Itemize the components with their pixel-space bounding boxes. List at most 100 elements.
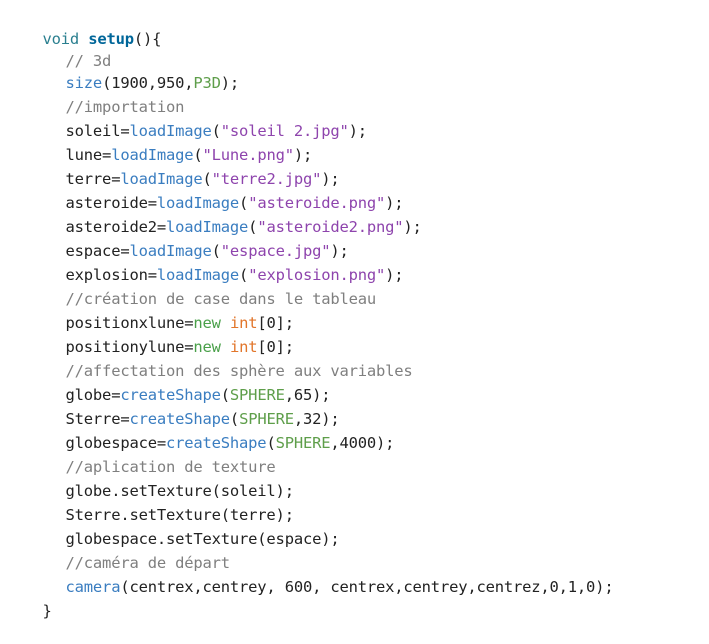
- code-text: );: [348, 122, 367, 140]
- code-text: );: [321, 170, 340, 188]
- builtin-loadimage: loadImage: [165, 218, 249, 236]
- keyword-void: void: [42, 30, 80, 48]
- variable: espace=: [65, 242, 130, 260]
- code-text: (: [266, 434, 276, 452]
- string-literal: "explosion.png": [248, 266, 386, 284]
- builtin-loadimage: loadImage: [111, 146, 194, 164]
- code-line-5: soleil=loadImage("soleil 2.jpg");: [6, 98, 368, 140]
- code-text: globespace.setTexture(espace);: [65, 530, 340, 548]
- builtin-loadimage: loadImage: [120, 170, 203, 188]
- code-text: (: [239, 194, 249, 212]
- builtin-size: size: [65, 74, 103, 92]
- code-text: (: [211, 242, 221, 260]
- code-line-11: explosion=loadImage("explosion.png");: [6, 242, 404, 284]
- builtin-camera: camera: [65, 578, 121, 596]
- code-text: (: [220, 386, 230, 404]
- function-name-setup: setup: [88, 30, 134, 48]
- code-line-20: globe.setTexture(soleil);: [6, 458, 294, 500]
- variable: soleil=: [65, 122, 130, 140]
- code-text: (1900,950,: [102, 74, 194, 92]
- type-int: int: [229, 338, 258, 356]
- string-literal: "terre2.jpg": [211, 170, 322, 188]
- constant-sphere: SPHERE: [229, 386, 285, 404]
- variable: explosion=: [65, 266, 158, 284]
- string-literal: "Lune.png": [202, 146, 295, 164]
- variable: Sterre=: [65, 410, 130, 428]
- keyword-new: new: [193, 338, 221, 356]
- comment: //affectation des sphère aux variables: [65, 362, 413, 380]
- code-text: (: [202, 170, 212, 188]
- code-line-2: // 3d: [6, 28, 112, 70]
- code-text: ,65);: [284, 386, 331, 404]
- code-text: );: [385, 266, 404, 284]
- code-text: (: [239, 266, 249, 284]
- code-line-24: camera(centrex,centrey, 600, centrex,cen…: [6, 554, 614, 596]
- code-text: [0];: [257, 314, 294, 332]
- code-text: );: [293, 146, 313, 164]
- code-line-10: espace=loadImage("espace.jpg");: [6, 218, 349, 260]
- comment: //aplication de texture: [65, 458, 276, 476]
- code-text: (: [193, 146, 203, 164]
- closing-brace: }: [42, 602, 52, 620]
- code-line-13: positionxlune=new int[0];: [6, 290, 295, 332]
- string-literal: "asteroide.png": [248, 194, 386, 212]
- code-line-21: Sterre.setTexture(terre);: [6, 482, 294, 524]
- code-line-7: terre=loadImage("terre2.jpg");: [6, 146, 340, 188]
- code-text: );: [330, 242, 349, 260]
- code-line-8: asteroide=loadImage("asteroide.png");: [6, 170, 404, 212]
- builtin-loadimage: loadImage: [156, 266, 240, 284]
- variable: terre=: [65, 170, 121, 188]
- builtin-loadimage: loadImage: [129, 122, 212, 140]
- variable: globe=: [65, 386, 121, 404]
- comment: //importation: [65, 98, 185, 116]
- code-line-18: globespace=createShape(SPHERE,4000);: [6, 410, 395, 452]
- code-line-9: asteroide2=loadImage("asteroide2.png");: [6, 194, 422, 236]
- code-line-17: Sterre=createShape(SPHERE,32);: [6, 386, 340, 428]
- builtin-createshape: createShape: [129, 410, 230, 428]
- variable: globespace=: [65, 434, 167, 452]
- code-text: (centrex,centrey, 600, centrex,centrey,c…: [120, 578, 614, 596]
- code-line-1: void setup(){: [6, 6, 162, 48]
- code-text: ,4000);: [330, 434, 395, 452]
- code-text: (: [211, 122, 221, 140]
- code-text: Sterre.setTexture(terre);: [65, 506, 294, 524]
- constant-sphere: SPHERE: [239, 410, 294, 428]
- code-text: (){: [133, 30, 162, 48]
- string-literal: "asteroide2.png": [257, 218, 404, 236]
- constant-sphere: SPHERE: [275, 434, 331, 452]
- code-line-25: }: [6, 578, 52, 620]
- code-line-22: globespace.setTexture(espace);: [6, 506, 340, 548]
- comment: //caméra de départ: [65, 554, 231, 572]
- code-line-3: size(1900,950,P3D);: [6, 50, 240, 92]
- code-text: (: [248, 218, 258, 236]
- builtin-createshape: createShape: [165, 434, 267, 452]
- comment: // 3d: [65, 52, 112, 70]
- code-line-6: lune=loadImage("Lune.png");: [6, 122, 313, 164]
- variable: positionylune=: [65, 338, 194, 356]
- code-text: );: [385, 194, 404, 212]
- code-text: ,32);: [293, 410, 340, 428]
- code-line-16: globe=createShape(SPHERE,65);: [6, 362, 331, 404]
- string-literal: "soleil 2.jpg": [220, 122, 349, 140]
- comment: //création de case dans le tableau: [65, 290, 377, 308]
- code-line-14: positionylune=new int[0];: [6, 314, 295, 356]
- code-editor[interactable]: void setup(){ // 3d size(1900,950,P3D); …: [0, 0, 709, 620]
- code-text: [0];: [257, 338, 294, 356]
- code-line-23: //caméra de départ: [6, 530, 231, 572]
- variable: lune=: [65, 146, 112, 164]
- code-text: );: [220, 74, 240, 92]
- builtin-loadimage: loadImage: [156, 194, 240, 212]
- variable: positionxlune=: [65, 314, 194, 332]
- builtin-loadimage: loadImage: [129, 242, 212, 260]
- code-line-12: //création de case dans le tableau: [6, 266, 377, 308]
- constant-p3d: P3D: [193, 74, 221, 92]
- variable: asteroide2=: [65, 218, 167, 236]
- variable: asteroide=: [65, 194, 158, 212]
- code-line-4: //importation: [6, 74, 185, 116]
- keyword-new: new: [193, 314, 221, 332]
- code-text: );: [403, 218, 422, 236]
- string-literal: "espace.jpg": [220, 242, 331, 260]
- code-line-19: //aplication de texture: [6, 434, 276, 476]
- type-int: int: [229, 314, 258, 332]
- code-text: (: [229, 410, 240, 428]
